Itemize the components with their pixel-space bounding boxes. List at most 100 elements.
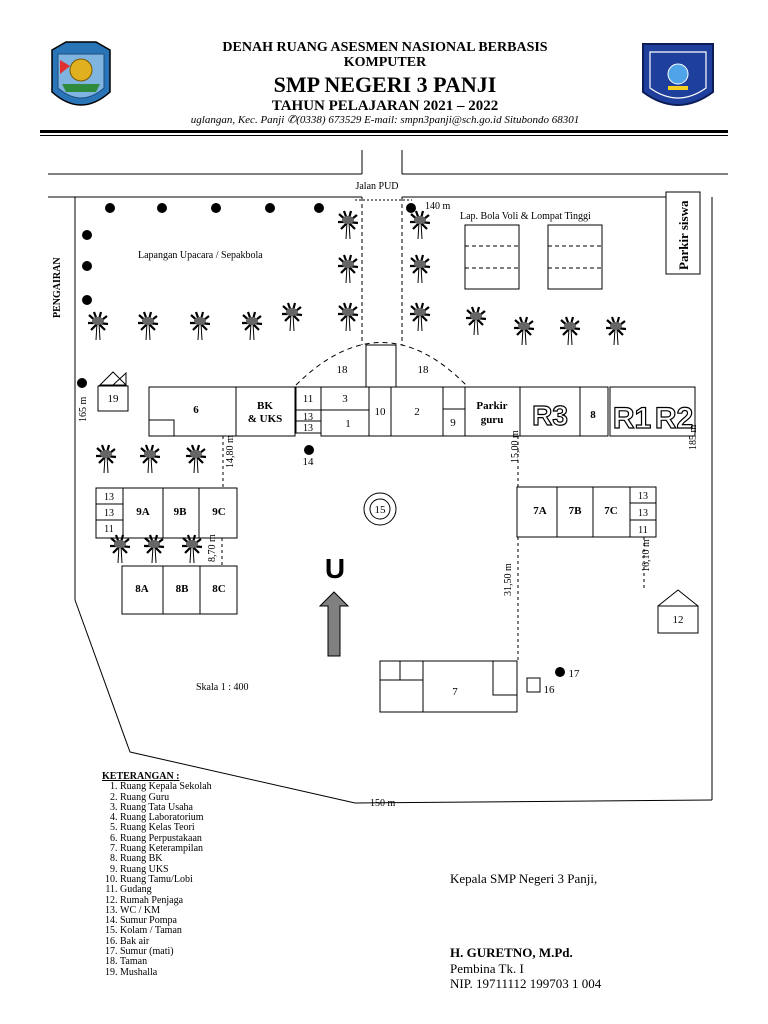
- dim-d3: 15,00 m: [510, 430, 521, 463]
- block-9: [95, 487, 238, 539]
- dim-d1: 14,80 m: [225, 435, 236, 468]
- legend-item: Sumur Pompa: [120, 915, 212, 926]
- garden-dome: [295, 342, 467, 386]
- parkir-siswa-label: Parkir siswa: [676, 200, 691, 270]
- legend-item: Bak air: [120, 936, 212, 947]
- north-label: U: [325, 553, 345, 584]
- room-9c: 9C: [212, 506, 226, 518]
- legend-item: Ruang Tamu/Lobi: [120, 874, 212, 885]
- house-12-roof: [657, 589, 699, 607]
- room-7b: 7B: [569, 505, 583, 517]
- room-13-b9-b: 13: [104, 508, 114, 519]
- parkir-siswa-box: [665, 191, 701, 275]
- school-year: TAHUN PELAJARAN 2021 – 2022: [271, 98, 499, 114]
- room-3: 3: [342, 393, 348, 405]
- parkir-guru-label-2: guru: [481, 414, 504, 426]
- doc-title-line1: DENAH RUANG ASESMEN NASIONAL BERBASIS: [222, 40, 548, 55]
- field-label: Lapangan Upacara / Sepakbola: [138, 250, 263, 261]
- room-9b: 9B: [174, 506, 188, 518]
- doc-title-line2: KOMPUTER: [343, 55, 427, 70]
- room-13-main-a: 13: [303, 412, 313, 423]
- main-building: [97, 371, 696, 437]
- dim-bottom: 150 m: [370, 798, 396, 809]
- room-R1: R1: [613, 402, 651, 435]
- room-11-main: 11: [303, 393, 314, 405]
- room-13-b7-b: 13: [638, 508, 648, 519]
- signature-rank: Pembina Tk. I: [450, 961, 524, 976]
- room-13-b9-a: 13: [104, 492, 114, 503]
- legend-item: Ruang Kepala Sekolah: [120, 781, 212, 792]
- room-13-main-b: 13: [303, 423, 313, 434]
- signature-name: H. GURETNO, M.Pd.: [450, 945, 573, 960]
- regency-logo: [51, 41, 111, 106]
- room-7c: 7C: [604, 505, 618, 517]
- legend-item: Ruang Tata Usaha: [120, 802, 212, 813]
- room-10: 10: [375, 406, 387, 418]
- legend-item: Kolam / Taman: [120, 926, 212, 937]
- dim-d2: 8,70 m: [207, 534, 218, 562]
- school-name: SMP NEGERI 3 PANJI: [273, 72, 497, 97]
- room-R2: R2: [655, 402, 693, 435]
- block-7: [516, 486, 657, 538]
- legend-item: Gudang: [120, 884, 212, 895]
- room-15: 15: [375, 504, 387, 516]
- legend-item: Sumur (mati): [120, 946, 212, 957]
- legend-title: KETERANGAN :: [102, 771, 180, 782]
- legend-item: Ruang UKS: [120, 864, 212, 875]
- signature-role: Kepala SMP Negeri 3 Panji,: [450, 871, 598, 886]
- legend-list: Ruang Kepala Sekolah Ruang Guru Ruang Ta…: [102, 781, 212, 978]
- legend-item: Ruang Guru: [120, 792, 212, 803]
- volleyball-courts: [464, 224, 603, 290]
- pond-15-outer: [363, 492, 397, 526]
- street-label: Jalan PUD: [355, 181, 398, 192]
- room-14: 14: [303, 456, 315, 468]
- signature-nip: NIP. 19711112 199703 1 004: [450, 976, 602, 991]
- room-19: 19: [108, 393, 120, 405]
- dim-d5: 16,10 m: [641, 539, 652, 572]
- building-7: [379, 660, 541, 713]
- parkir-guru-label-1: Parkir: [476, 400, 507, 412]
- room-2: 2: [414, 406, 420, 418]
- pond-15-inner: [369, 498, 391, 520]
- dim-top: 140 m: [425, 201, 451, 212]
- legend-item: Ruang BK: [120, 854, 212, 865]
- scale-label: Skala 1 : 400: [196, 682, 249, 693]
- house-12: [657, 605, 699, 634]
- room-bk: BK: [257, 400, 273, 412]
- room-12: 12: [673, 614, 684, 626]
- room-9: 9: [450, 417, 456, 429]
- dim-right: 185 m: [688, 425, 699, 451]
- room-8a: 8A: [135, 583, 149, 595]
- legend-item: Taman: [120, 957, 212, 968]
- tree-dots: [77, 203, 416, 388]
- room-18-left: 18: [337, 364, 349, 376]
- header-rule-thick: [40, 130, 728, 133]
- well-14: [304, 445, 314, 455]
- dim-left: 165 m: [78, 397, 89, 423]
- header-rule-thin: [40, 135, 728, 136]
- school-address: uglangan, Kec. Panji ✆(0338) 673529 E-ma…: [190, 114, 580, 126]
- well-17: [555, 667, 565, 677]
- room-8c: 8C: [212, 583, 226, 595]
- room-11-b7: 11: [638, 525, 648, 536]
- room-7: 7: [452, 686, 458, 698]
- room-8: 8: [590, 409, 596, 421]
- room-18-right: 18: [418, 364, 430, 376]
- legend-item: Rumah Penjaga: [120, 895, 212, 906]
- block-8: [121, 565, 238, 615]
- room-1: 1: [345, 418, 351, 430]
- legend: KETERANGAN : Ruang Kepala Sekolah Ruang …: [102, 771, 212, 978]
- legend-item: Ruang Keterampilan: [120, 843, 212, 854]
- legend-item: Ruang Perpustakaan: [120, 833, 212, 844]
- room-R3: R3: [532, 400, 568, 431]
- dim-d4: 31,50 m: [503, 563, 514, 596]
- legend-item: Ruang Kelas Teori: [120, 823, 212, 834]
- side-label: PENGAIRAN: [52, 257, 63, 318]
- room-7a: 7A: [533, 505, 547, 517]
- room-uks: & UKS: [248, 413, 283, 425]
- room-13-b7-a: 13: [638, 491, 648, 502]
- dimension-lines: [221, 436, 645, 661]
- voli-label: Lap. Bola Voli & Lompat Tinggi: [460, 211, 591, 222]
- north-arrow-icon: [318, 591, 350, 657]
